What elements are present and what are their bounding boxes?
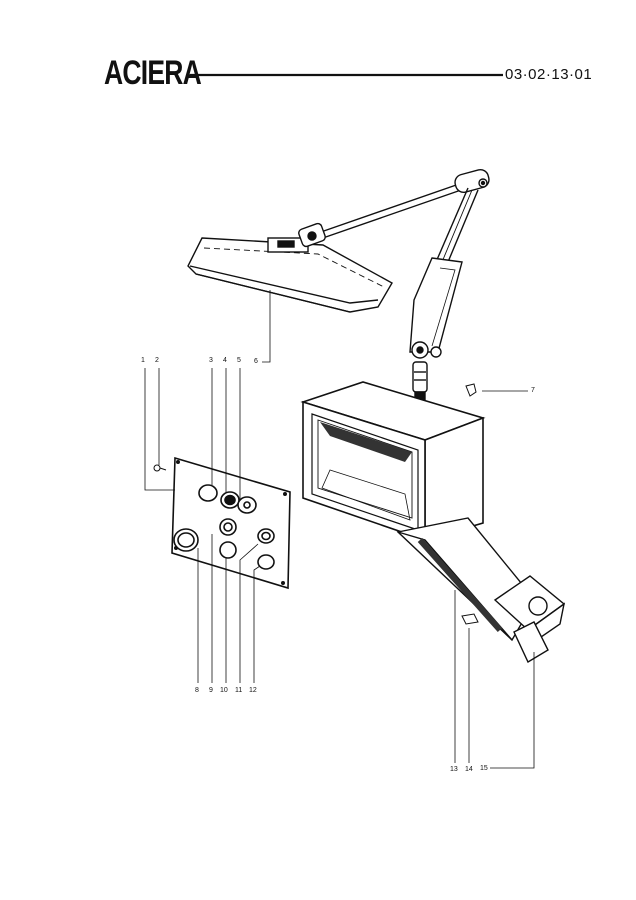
callout-10: 10	[220, 687, 228, 694]
screw-part-2	[153, 464, 167, 472]
callout-9: 9	[209, 687, 213, 694]
callout-1: 1	[141, 357, 145, 364]
callout-13: 13	[450, 766, 458, 773]
callout-7: 7	[531, 387, 535, 394]
callout-3: 3	[209, 357, 213, 364]
cabinet-box	[300, 381, 486, 542]
callout-2: 2	[155, 357, 159, 364]
lamp-shade	[187, 237, 393, 313]
callout-15: 15	[480, 765, 488, 772]
screw-part-7	[465, 383, 477, 397]
callout-11: 11	[235, 687, 243, 694]
leader-lines	[144, 290, 535, 769]
callout-4: 4	[223, 357, 227, 364]
aciera-logo: ACIERA	[104, 54, 202, 92]
document-number: 03·02·13·01	[505, 66, 593, 83]
support-bracket	[396, 517, 566, 663]
lamp-arm	[298, 169, 490, 407]
callout-8: 8	[195, 687, 199, 694]
control-panel-plate	[171, 456, 291, 590]
callout-5: 5	[237, 357, 241, 364]
callout-14: 14	[465, 766, 473, 773]
callout-6: 6	[254, 358, 258, 365]
callout-12: 12	[249, 687, 257, 694]
screw-part-14	[461, 613, 479, 625]
